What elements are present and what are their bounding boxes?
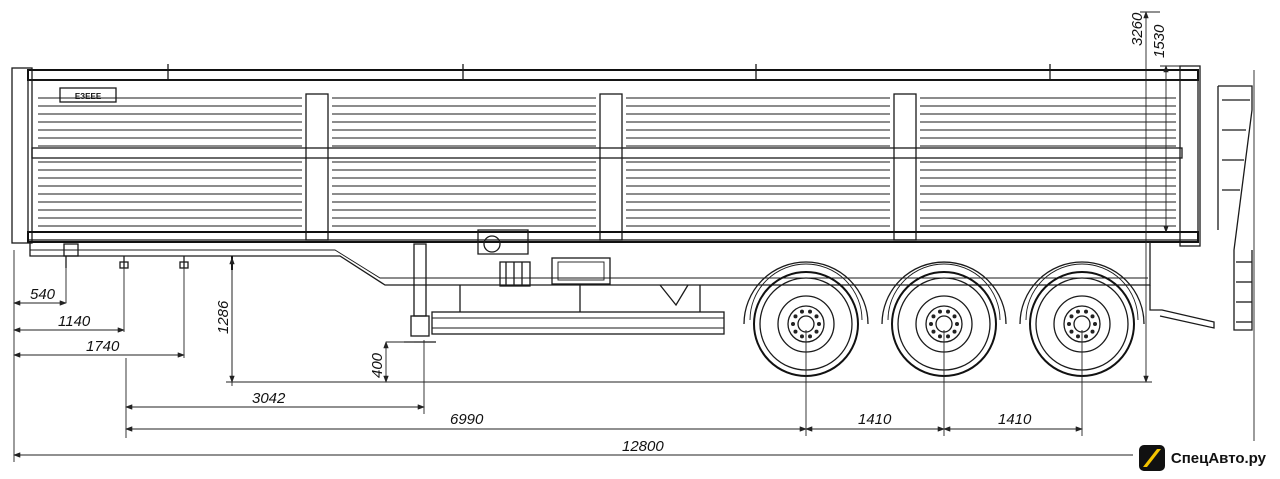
dim-1286: 1286 bbox=[215, 300, 232, 334]
watermark: СпецАвто.ру bbox=[1132, 441, 1272, 475]
nameplate-text: ЕЗЕЕЕ bbox=[75, 92, 102, 101]
dim-1410-a: 1410 bbox=[858, 411, 892, 428]
trailer-body bbox=[11, 64, 1201, 247]
dim-3042: 3042 bbox=[252, 390, 286, 407]
dim-400: 400 bbox=[369, 352, 386, 378]
wheel-3 bbox=[1019, 261, 1145, 377]
dim-1140: 1140 bbox=[58, 313, 91, 330]
dim-3260: 3260 bbox=[1129, 12, 1146, 46]
panel-corrugations bbox=[38, 97, 1176, 227]
dim-540: 540 bbox=[30, 286, 56, 303]
dim-1410-b: 1410 bbox=[998, 411, 1032, 428]
watermark-text: СпецАвто.ру bbox=[1170, 449, 1266, 467]
dimension-lines bbox=[13, 11, 1255, 462]
dim-1740: 1740 bbox=[86, 338, 120, 355]
chassis-frame bbox=[29, 229, 1151, 343]
rear-hitch bbox=[1149, 285, 1215, 329]
dim-1530: 1530 bbox=[1151, 24, 1168, 58]
dim-12800: 12800 bbox=[622, 438, 664, 455]
rear-ladder bbox=[1217, 85, 1253, 331]
spetsavto-logo-icon bbox=[1138, 445, 1165, 471]
dim-6990: 6990 bbox=[450, 411, 484, 428]
